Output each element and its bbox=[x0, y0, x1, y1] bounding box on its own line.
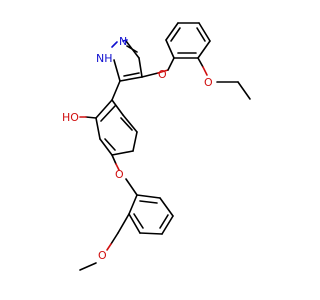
methoxyphenyl-ring bbox=[128, 194, 174, 235]
atom-labels: N NH O O HO O O bbox=[62, 35, 213, 262]
atom-label-o-benzyl-ether: O bbox=[115, 168, 124, 181]
benzyl-ether-linkage bbox=[111, 154, 138, 196]
atom-label-o-ethoxy: O bbox=[204, 76, 213, 89]
methoxy-group bbox=[79, 213, 130, 271]
atom-label-o-aryl-ether: O bbox=[158, 68, 167, 81]
atom-label-nh: NH bbox=[96, 52, 113, 65]
atom-label-n: N bbox=[119, 35, 127, 48]
molecule-structure: N NH O O HO O O bbox=[62, 22, 251, 271]
hydroxyl-group bbox=[79, 116, 97, 119]
ethoxy-group bbox=[197, 57, 251, 100]
atom-label-oh: HO bbox=[62, 111, 79, 124]
atom-label-o-methoxy: O bbox=[98, 249, 107, 262]
pyrazole-ring bbox=[111, 39, 143, 82]
ethoxyphenyl-ring bbox=[165, 22, 211, 59]
aryl-ether-linkage bbox=[141, 57, 175, 78]
phenol-ring bbox=[95, 80, 138, 156]
